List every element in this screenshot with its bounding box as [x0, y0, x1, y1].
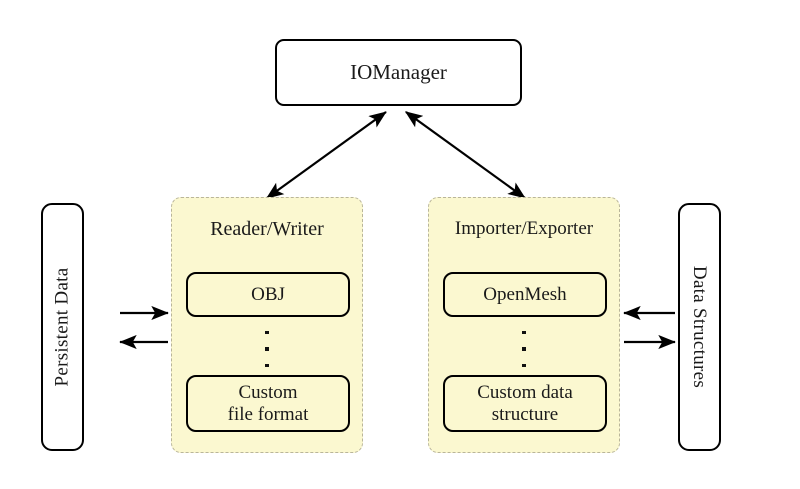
item-custom-file-format[interactable]: Custom file format [186, 375, 350, 432]
item-obj-label: OBJ [251, 283, 285, 305]
node-iomanager[interactable]: IOManager [275, 39, 522, 106]
node-data-structures[interactable]: Data Structures [678, 203, 721, 451]
item-custom-data-structure-line1: Custom data [477, 381, 573, 403]
ellipsis-dot [265, 331, 269, 335]
item-custom-file-format-line1: Custom [238, 381, 298, 403]
group-reader-writer[interactable]: Reader/Writer OBJ Custom file format [171, 197, 363, 453]
item-obj[interactable]: OBJ [186, 272, 350, 317]
ellipsis-dot [522, 363, 526, 367]
item-openmesh-label: OpenMesh [483, 283, 567, 305]
item-custom-file-format-line2: file format [227, 403, 309, 425]
arrow-iomanager-readerwriter [265, 111, 387, 199]
node-persistent-data[interactable]: Persistent Data [41, 203, 84, 451]
ellipsis-dot [265, 363, 269, 367]
group-importer-exporter[interactable]: Importer/Exporter OpenMesh Custom data s… [428, 197, 620, 453]
group-importer-exporter-title: Importer/Exporter [454, 218, 594, 239]
item-custom-file-format-label: Custom file format [228, 382, 309, 426]
group-reader-writer-title: Reader/Writer [210, 218, 324, 240]
item-custom-data-structure-label: Custom data structure [477, 382, 573, 426]
arrow-iomanager-importerexporter [404, 111, 526, 199]
node-persistent-data-label: Persistent Data [51, 267, 73, 387]
item-custom-data-structure-line2: structure [491, 403, 559, 425]
ellipsis-dot [522, 331, 526, 335]
node-iomanager-label: IOManager [350, 60, 447, 84]
item-custom-data-structure[interactable]: Custom data structure [443, 375, 607, 432]
node-data-structures-label: Data Structures [689, 265, 711, 389]
ellipsis-importer-exporter [429, 331, 619, 367]
item-openmesh[interactable]: OpenMesh [443, 272, 607, 317]
ellipsis-dot [265, 347, 269, 351]
ellipsis-dot [522, 347, 526, 351]
ellipsis-reader-writer [172, 331, 362, 367]
